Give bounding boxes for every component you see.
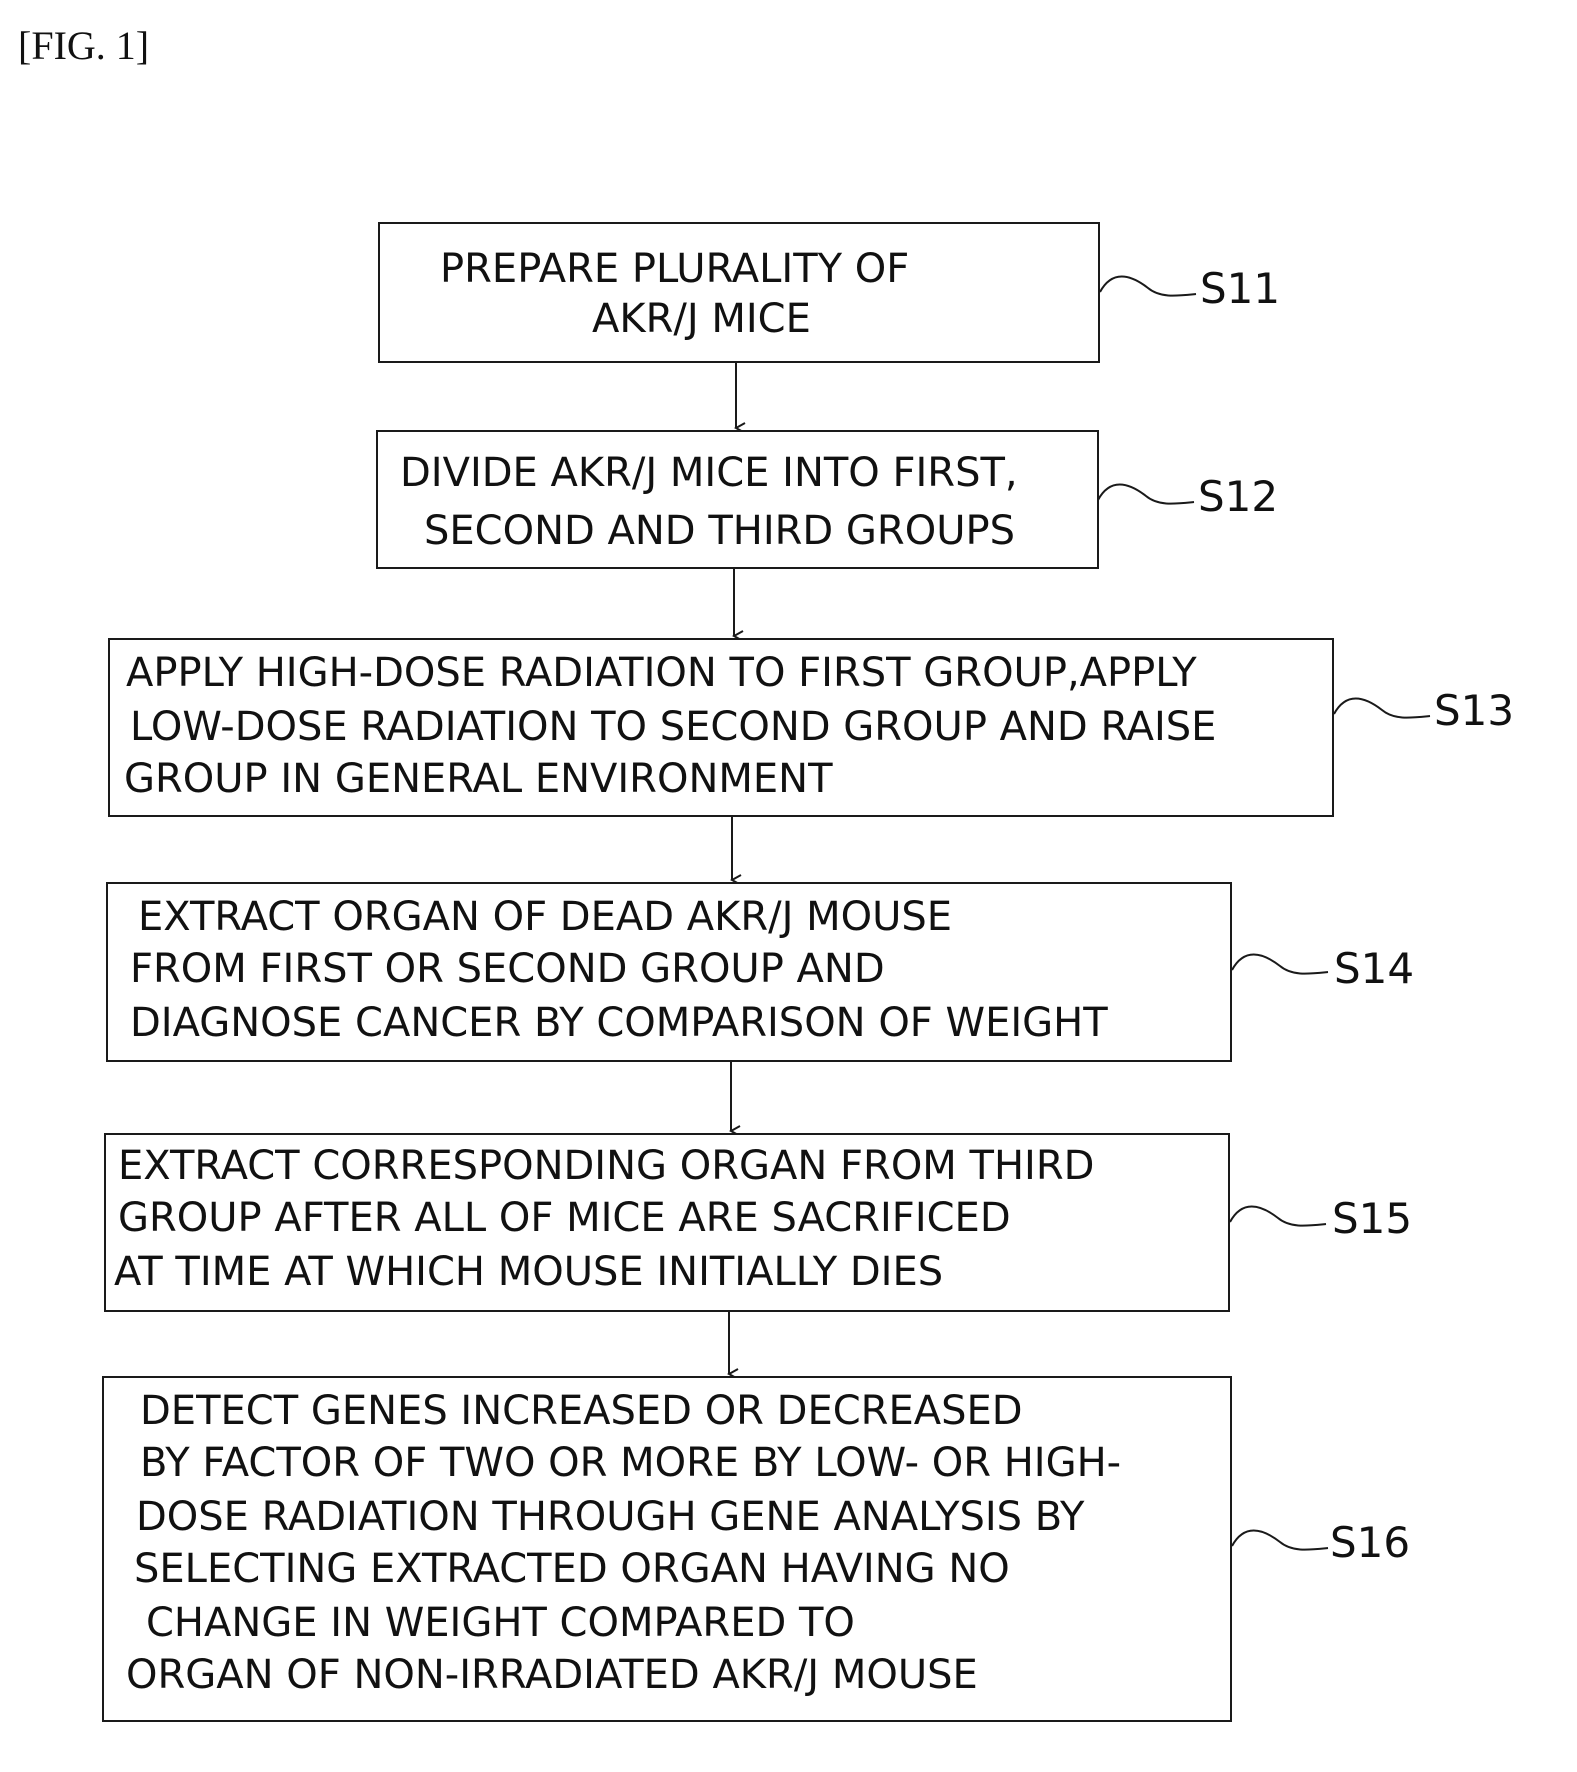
step-text-line: FROM FIRST OR SECOND GROUP AND — [130, 944, 885, 994]
leader-s14 — [1232, 955, 1328, 974]
step-box-s13: APPLY HIGH-DOSE RADIATION TO FIRST GROUP… — [108, 638, 1334, 817]
step-text-line: PREPARE PLURALITY OF — [440, 244, 909, 294]
step-ref-label: S14 — [1334, 944, 1414, 993]
leader-s16 — [1232, 1531, 1328, 1550]
step-text-line: DOSE RADIATION THROUGH GENE ANALYSIS BY — [136, 1492, 1084, 1542]
step-text-line: CHANGE IN WEIGHT COMPARED TO — [146, 1598, 855, 1648]
step-ref-label: S13 — [1434, 686, 1514, 735]
step-text-line: DIVIDE AKR/J MICE INTO FIRST, — [400, 448, 1018, 498]
step-box-s16: DETECT GENES INCREASED OR DECREASED BY F… — [102, 1376, 1232, 1722]
leader-s13 — [1334, 699, 1430, 718]
step-box-s11: PREPARE PLURALITY OF AKR/J MICE — [378, 222, 1100, 363]
step-text-line: DIAGNOSE CANCER BY COMPARISON OF WEIGHT — [130, 998, 1108, 1048]
step-text-line: GROUP AFTER ALL OF MICE ARE SACRIFICED — [118, 1193, 1011, 1243]
leader-s12 — [1098, 485, 1194, 504]
step-box-s15: EXTRACT CORRESPONDING ORGAN FROM THIRD G… — [104, 1133, 1230, 1312]
step-box-s14: EXTRACT ORGAN OF DEAD AKR/J MOUSE FROM F… — [106, 882, 1232, 1062]
step-text-line: ORGAN OF NON-IRRADIATED AKR/J MOUSE — [126, 1650, 978, 1700]
step-ref-label: S11 — [1200, 264, 1280, 313]
step-ref-label: S15 — [1332, 1194, 1412, 1243]
leader-s11 — [1100, 277, 1196, 296]
step-text-line: EXTRACT ORGAN OF DEAD AKR/J MOUSE — [138, 892, 952, 942]
step-ref-label: S16 — [1330, 1518, 1410, 1567]
step-text-line: DETECT GENES INCREASED OR DECREASED — [140, 1386, 1023, 1436]
step-text-line: APPLY HIGH-DOSE RADIATION TO FIRST GROUP… — [126, 648, 1197, 698]
step-box-s12: DIVIDE AKR/J MICE INTO FIRST, SECOND AND… — [376, 430, 1099, 569]
step-text-line: EXTRACT CORRESPONDING ORGAN FROM THIRD — [118, 1141, 1094, 1191]
step-text-line: BY FACTOR OF TWO OR MORE BY LOW- OR HIGH… — [140, 1438, 1121, 1488]
step-text-line: LOW-DOSE RADIATION TO SECOND GROUP AND R… — [130, 702, 1216, 752]
step-text-line: GROUP IN GENERAL ENVIRONMENT — [124, 754, 833, 804]
step-text-line: SELECTING EXTRACTED ORGAN HAVING NO — [134, 1544, 1010, 1594]
leader-s15 — [1230, 1207, 1326, 1226]
step-text-line: SECOND AND THIRD GROUPS — [424, 506, 1015, 556]
step-text-line: AKR/J MICE — [592, 294, 811, 344]
step-text-line: AT TIME AT WHICH MOUSE INITIALLY DIES — [114, 1247, 943, 1297]
step-ref-label: S12 — [1198, 472, 1278, 521]
